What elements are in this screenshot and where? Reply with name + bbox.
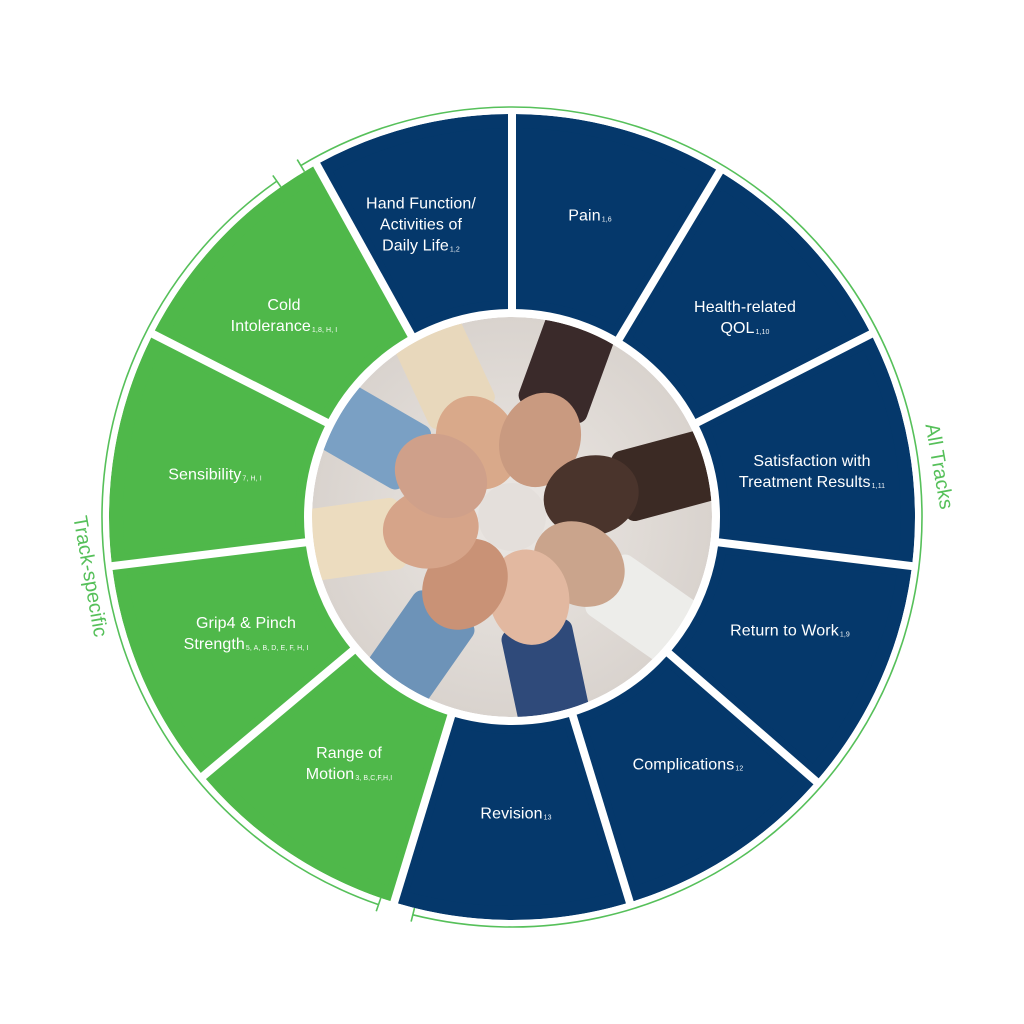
segment-divider — [566, 705, 636, 911]
segment-revision — [393, 711, 631, 920]
segment-satisfaction — [693, 333, 915, 569]
segment-label-line: Satisfaction with — [739, 451, 885, 472]
segment-label-hand-function: Hand Function/Activities of Daily Life1,2 — [366, 194, 476, 261]
segment-pain — [509, 114, 720, 342]
segment-label-line: Hand Function/ — [366, 194, 476, 215]
all-tracks-arc — [300, 106, 923, 928]
segment-label-text: Activities of — [379, 216, 463, 234]
reference-subscript: 13 — [543, 814, 552, 822]
segment-label-text: Satisfaction with — [753, 453, 871, 470]
segment-label-text: Hand Function/ — [366, 195, 476, 213]
segment-label-line: Health-related — [694, 297, 796, 318]
track-arcs — [101, 106, 923, 928]
segment-label-text: Cold — [267, 297, 301, 314]
reference-subscript: 1,8, H, I — [311, 327, 338, 334]
segment-cold-intolerance — [153, 165, 414, 426]
reference-subscript: 1,9 — [839, 631, 850, 639]
track-specific-arc — [101, 180, 379, 906]
segment-label-line: Revision13 — [480, 804, 551, 829]
segment-hand-function — [316, 114, 515, 339]
reference-subscript: 12 — [735, 765, 744, 773]
reference-subscript: 5, A, B, D, E, F, H, I — [245, 645, 309, 652]
arc-end-tick-icon — [296, 159, 306, 172]
segment-label-text: QOL — [720, 320, 755, 337]
segment-label-line: Grip4 & Pinch — [184, 613, 309, 634]
segment-label-line: Sensibility7, H, I — [168, 465, 262, 490]
segment-label-text: Intolerance — [230, 318, 311, 335]
segment-label-line: Motion3, B,C,F,H,I — [306, 764, 393, 789]
segment-sensibility — [109, 333, 331, 569]
segment-label-line: Treatment Results1,11 — [739, 472, 885, 497]
segment-divider — [388, 705, 458, 911]
segment-label-line: Pain1,6 — [568, 206, 611, 231]
segment-label-text: Complications — [632, 756, 735, 774]
segment-label-text: Sensibility — [168, 466, 242, 484]
segment-label-line: Return to Work1,9 — [730, 621, 850, 646]
segment-label-text: Grip4 & Pinch — [195, 615, 297, 632]
segment-label-text: Health-related — [694, 299, 796, 316]
reference-subscript: 1,11 — [871, 483, 886, 490]
segment-divider — [144, 327, 338, 431]
segment-divider — [195, 641, 363, 784]
segment-range-of-motion — [204, 648, 454, 902]
segment-label-complications: Complications12 — [633, 755, 744, 780]
reference-subscript: 3, B,C,F,H,I — [355, 775, 393, 782]
arc-end-tick-icon — [375, 897, 382, 912]
segment-return-to-work — [666, 539, 912, 781]
segment-label-text: Treatment Results — [738, 474, 871, 491]
segment-label-revision: Revision13 — [480, 804, 551, 829]
segment-label-line: Range of — [306, 743, 393, 764]
segment-label-pain: Pain1,6 — [568, 206, 611, 231]
segment-label-line: Activities of — [366, 215, 476, 236]
segment-label-range-of-motion: Range of Motion3, B,C,F,H,I — [306, 743, 393, 789]
segment-label-line: QOL1,10 — [694, 318, 796, 343]
reference-subscript: 1,6 — [601, 216, 612, 224]
segment-label-text: Revision — [480, 805, 543, 823]
segment-divider — [104, 537, 316, 571]
segment-divider — [708, 537, 920, 571]
segment-complications — [570, 650, 816, 902]
segment-label-return-to-work: Return to Work1,9 — [730, 621, 850, 646]
outer-trim — [99, 104, 925, 930]
segment-divider — [686, 327, 880, 431]
photo-center — [478, 483, 546, 551]
segment-ring — [99, 104, 925, 930]
segment-health-related-qol — [616, 172, 871, 426]
reference-subscript: 1,10 — [755, 329, 770, 336]
segment-grip-pinch-strength — [112, 539, 356, 776]
segment-label-text: Motion — [305, 766, 355, 783]
segment-label-line: Intolerance1,8, H, I — [231, 316, 338, 341]
segment-label-text: Strength — [183, 636, 245, 653]
photo-border — [304, 309, 720, 725]
segment-label-text: Range of — [316, 745, 382, 762]
arc-end-tick-icon — [410, 907, 416, 922]
segment-label-line: Strength5, A, B, D, E, F, H, I — [184, 634, 309, 659]
segment-label-line: Complications12 — [633, 755, 744, 780]
segment-label-text: Pain — [568, 207, 601, 225]
segment-divider — [309, 156, 420, 346]
segment-label-text: Return to Work — [730, 622, 839, 640]
segment-label-line: Daily Life1,2 — [366, 236, 476, 261]
arc-end-tick-icon — [272, 174, 282, 188]
segment-label-line: Cold — [231, 295, 338, 316]
segment-label-sensibility: Sensibility7, H, I — [168, 465, 262, 490]
segment-divider — [658, 643, 825, 790]
segment-divider — [610, 163, 727, 350]
reference-subscript: 1,2 — [449, 246, 460, 254]
reference-subscript: 7, H, I — [242, 475, 262, 483]
segment-label-text: Daily Life — [382, 237, 449, 255]
